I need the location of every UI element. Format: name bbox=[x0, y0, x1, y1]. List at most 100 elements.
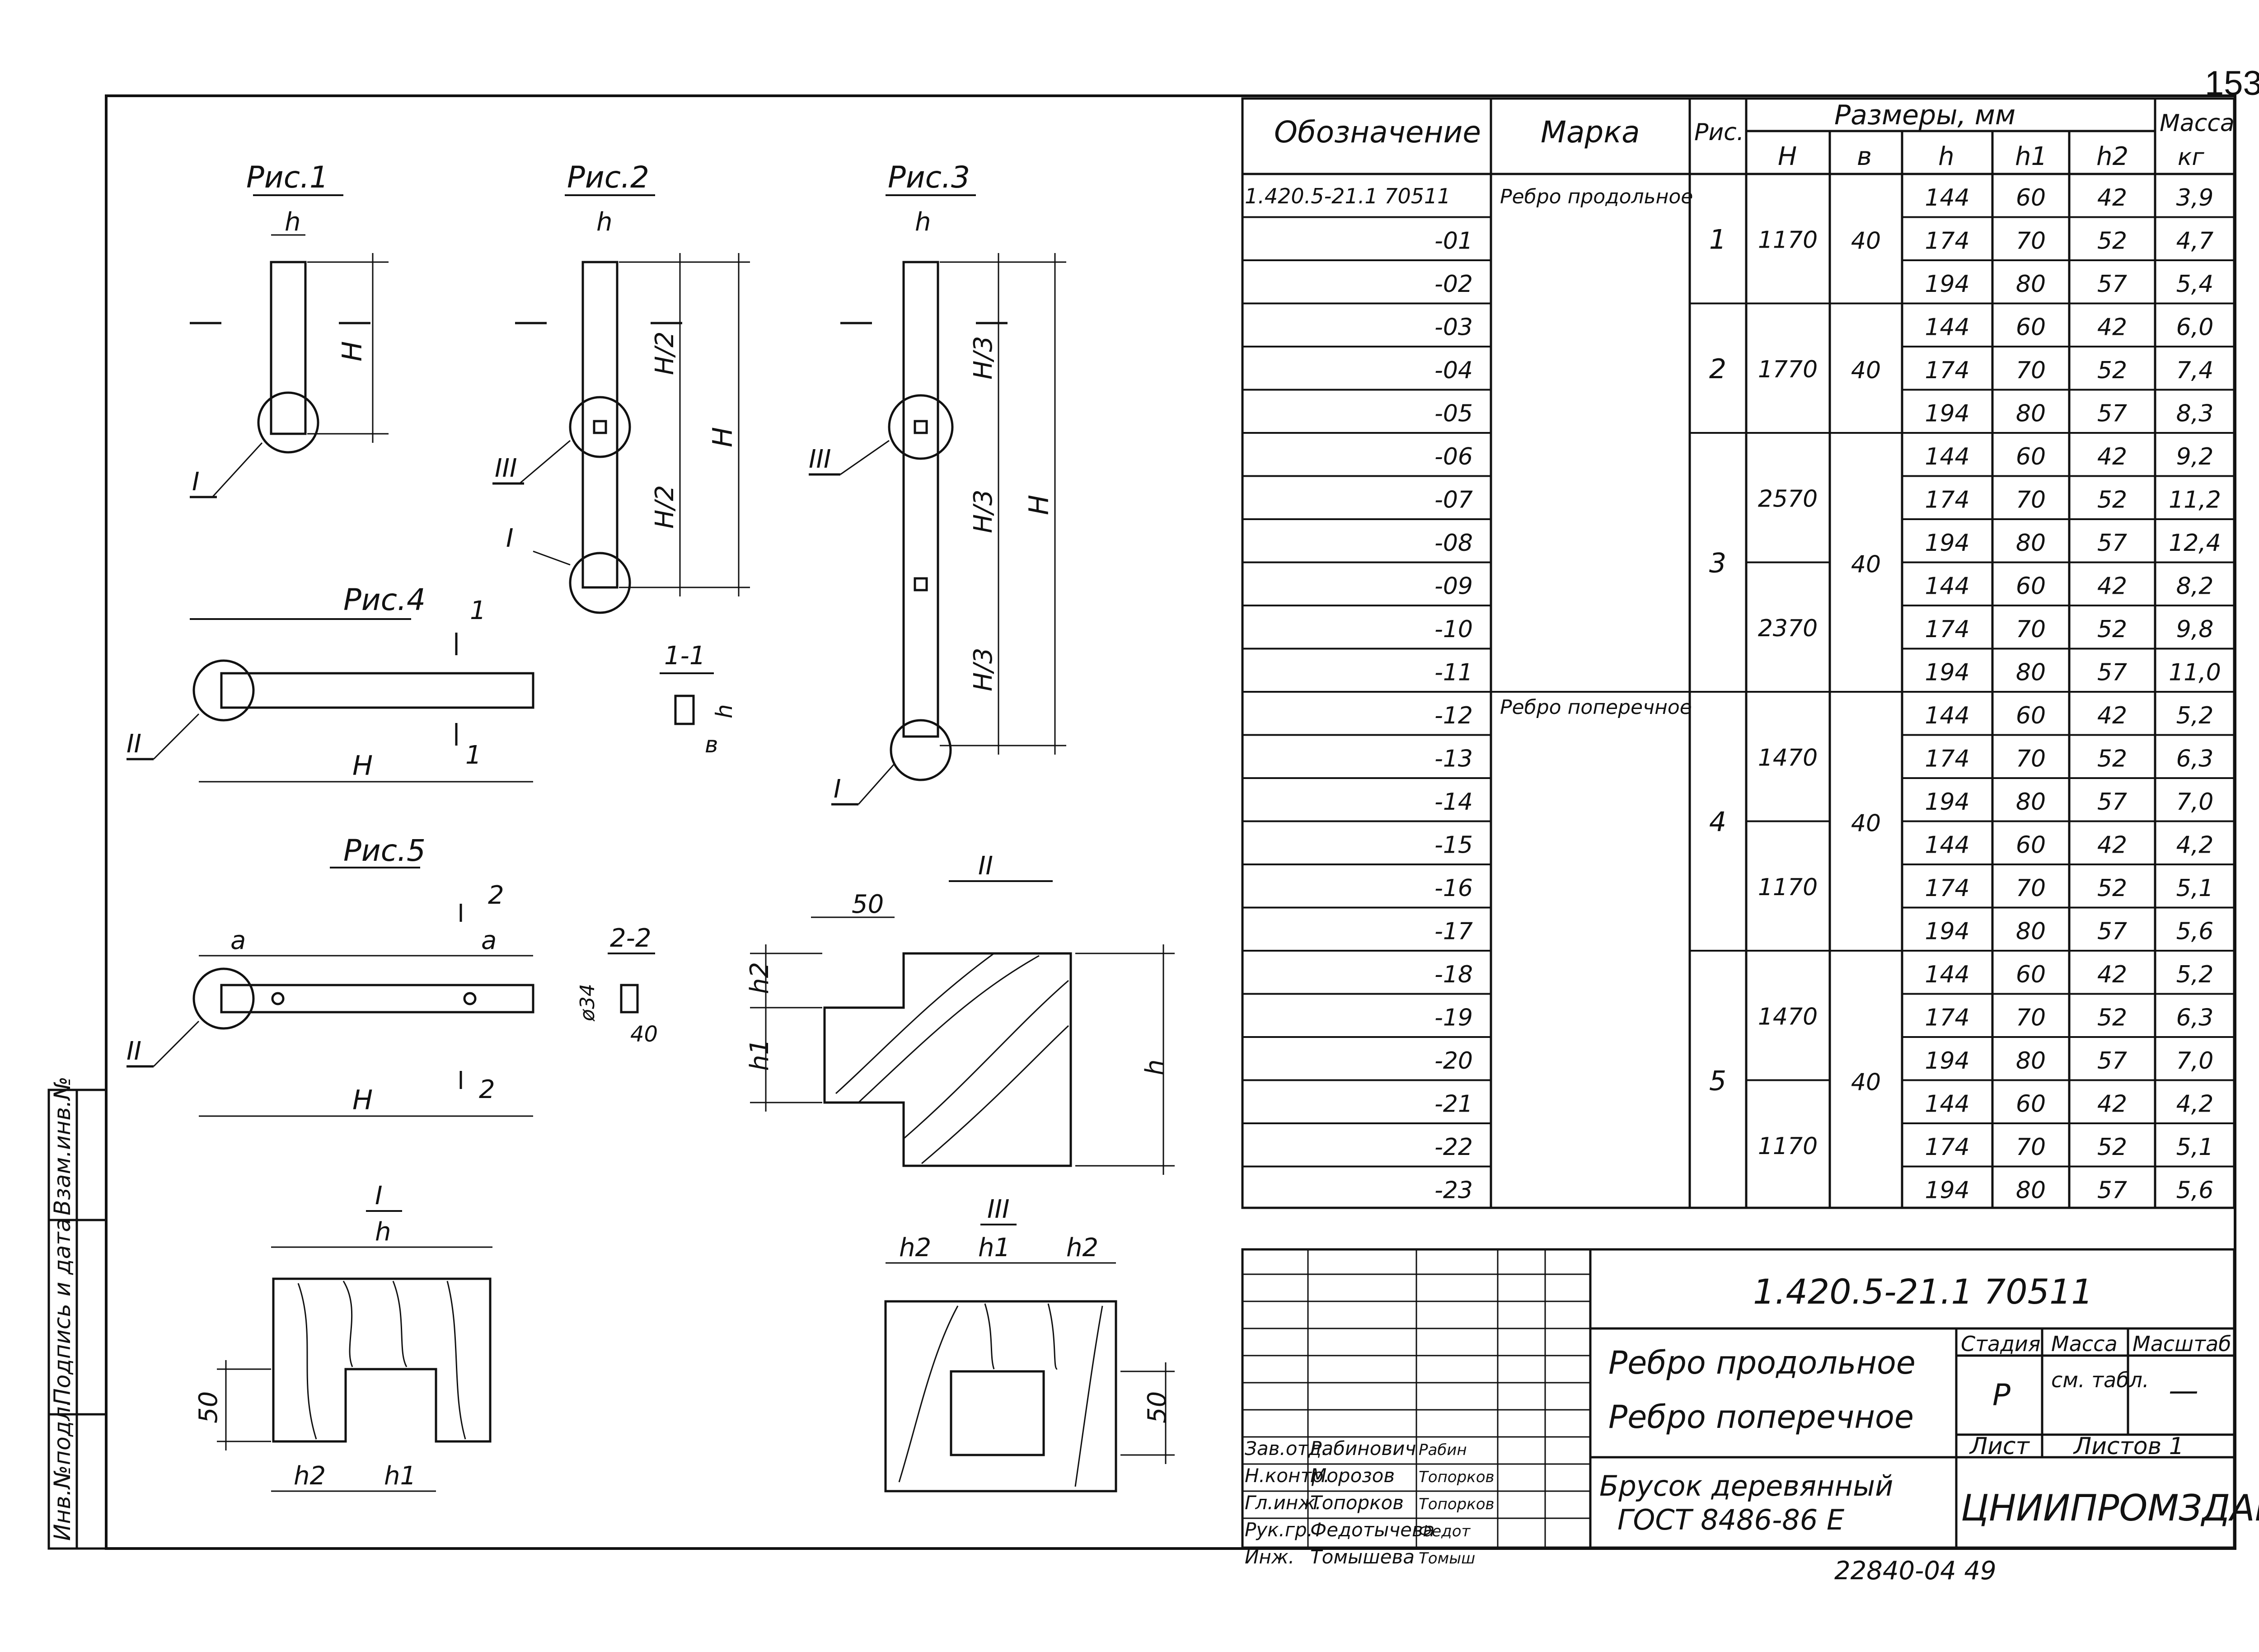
row-h1: 70 bbox=[2016, 228, 2046, 255]
row-h1: 70 bbox=[2016, 875, 2046, 902]
row-designation: -22 bbox=[1434, 1134, 1473, 1161]
row-designation: -06 bbox=[1434, 443, 1473, 470]
row-designation: -18 bbox=[1434, 961, 1473, 988]
section-mark-2-bottom: 2 bbox=[479, 1075, 495, 1104]
row-h: 174 bbox=[1925, 228, 1969, 255]
row-b: 40 bbox=[1851, 357, 1881, 384]
row-h: 194 bbox=[1925, 530, 1969, 557]
row-designation: -23 bbox=[1434, 1177, 1473, 1204]
row-H: 1470 bbox=[1758, 1003, 1818, 1030]
stamp-org: ЦНИИПРОМЗДАНИЙ bbox=[1961, 1487, 2259, 1529]
row-fig: 1 bbox=[1709, 224, 1726, 255]
row-designation: -11 bbox=[1434, 659, 1473, 686]
dim-a-left: a bbox=[230, 926, 246, 955]
hdr-designation: Обозначение bbox=[1274, 115, 1481, 150]
row-h1: 80 bbox=[2016, 788, 2046, 816]
stamp-role: Н.контр. bbox=[1245, 1464, 1330, 1487]
detail-III-title: III bbox=[987, 1195, 1010, 1224]
stamp-sign: Топорков bbox=[1419, 1495, 1495, 1513]
hdr-sizes: Размеры, мм bbox=[1834, 99, 2015, 131]
row-mass: 5,6 bbox=[2176, 1177, 2214, 1204]
title-block-text: 1.420.5-21.1 70511 Ребро продольное Ребр… bbox=[1599, 1272, 2259, 1586]
row-mass: 9,8 bbox=[2176, 616, 2214, 643]
row-mass: 12,4 bbox=[2169, 530, 2221, 557]
row-h: 144 bbox=[1925, 961, 1969, 988]
row-h1: 60 bbox=[2016, 961, 2046, 988]
stamp-sign: Федот bbox=[1419, 1522, 1471, 1540]
row-h: 194 bbox=[1925, 1047, 1969, 1075]
dim-h-fig3: h bbox=[915, 207, 931, 237]
row-h: 144 bbox=[1925, 443, 1969, 470]
row-h2: 52 bbox=[2097, 746, 2127, 773]
stamp-sign: Рабин bbox=[1419, 1441, 1467, 1459]
row-h2: 57 bbox=[2097, 271, 2127, 298]
row-h2: 52 bbox=[2097, 875, 2127, 902]
row-h1: 60 bbox=[2016, 573, 2046, 600]
row-h1: 80 bbox=[2016, 1177, 2046, 1204]
row-h1: 80 bbox=[2016, 918, 2046, 945]
stamp-material-1: Брусок деревянный bbox=[1599, 1469, 1893, 1502]
row-h: 174 bbox=[1925, 875, 1969, 902]
dim-h-I: h bbox=[375, 1217, 391, 1247]
fig3-callout-III: III bbox=[809, 445, 831, 474]
dim-H3-2: H/3 bbox=[969, 489, 998, 533]
row-mass: 8,2 bbox=[2176, 573, 2214, 600]
side-label-sign-date: Подпись и дата bbox=[49, 1218, 75, 1405]
dim-H-fig3: H bbox=[1023, 495, 1055, 515]
row-mass: 5,2 bbox=[2176, 702, 2214, 729]
dim-H2-top: H/2 bbox=[650, 331, 680, 375]
row-h1: 60 bbox=[2016, 314, 2046, 341]
drawings bbox=[127, 194, 1175, 1492]
hdr-b: в bbox=[1857, 142, 1872, 171]
row-h: 194 bbox=[1925, 918, 1969, 945]
row-h2: 42 bbox=[2097, 961, 2127, 988]
row-H: 1170 bbox=[1758, 874, 1818, 901]
row-h2: 42 bbox=[2097, 443, 2127, 470]
row-mass: 5,2 bbox=[2176, 961, 2214, 988]
row-mass: 4,7 bbox=[2176, 228, 2214, 255]
side-label-replace: Взам.инв.№ bbox=[49, 1076, 75, 1216]
hdr-mass-unit: кг bbox=[2178, 144, 2204, 171]
row-H: 1470 bbox=[1758, 744, 1818, 771]
side-label-inv: Инв.№подл. bbox=[49, 1399, 75, 1541]
row-b: 40 bbox=[1851, 227, 1881, 254]
row-h: 174 bbox=[1925, 616, 1969, 643]
row-h: 174 bbox=[1925, 1134, 1969, 1161]
row-h1: 80 bbox=[2016, 271, 2046, 298]
row-designation: -13 bbox=[1434, 746, 1473, 773]
row-mass: 5,4 bbox=[2176, 271, 2214, 298]
row-designation: -10 bbox=[1434, 616, 1473, 643]
row-mass: 5,1 bbox=[2176, 1134, 2214, 1161]
row-mass: 6,3 bbox=[2176, 1004, 2214, 1032]
fig2-title: Рис.2 bbox=[567, 160, 649, 195]
fig3-callout-I: I bbox=[834, 774, 841, 804]
row-mass: 4,2 bbox=[2176, 1091, 2214, 1118]
row-h1: 60 bbox=[2016, 832, 2046, 859]
dim-H2-bottom: H/2 bbox=[650, 485, 680, 529]
row-h2: 52 bbox=[2097, 228, 2127, 255]
stamp-role: Рук.гр. bbox=[1245, 1519, 1313, 1541]
row-h1: 80 bbox=[2016, 530, 2046, 557]
stamp-material-2: ГОСТ 8486-86 Е bbox=[1617, 1503, 1845, 1536]
hdr-mark: Марка bbox=[1541, 115, 1640, 150]
row-b: 40 bbox=[1851, 1069, 1881, 1096]
dim-H3-1: H/3 bbox=[969, 336, 998, 380]
row-mass: 11,0 bbox=[2169, 659, 2221, 686]
section-1-1-title: 1-1 bbox=[664, 641, 705, 671]
hdr-fig: Рис. bbox=[1694, 119, 1744, 146]
row-h: 194 bbox=[1925, 1177, 1969, 1204]
row-designation: -01 bbox=[1434, 228, 1473, 255]
dim-h-sect: h bbox=[711, 704, 737, 718]
row-fig: 2 bbox=[1709, 353, 1726, 385]
row-h2: 57 bbox=[2097, 530, 2127, 557]
row-mass: 9,2 bbox=[2176, 443, 2214, 470]
dim-h2-III-left: h2 bbox=[899, 1233, 931, 1262]
fig4-title: Рис.4 bbox=[343, 582, 426, 617]
row-h2: 57 bbox=[2097, 400, 2127, 427]
fig2-callout-III: III bbox=[495, 454, 517, 483]
row-h1: 60 bbox=[2016, 443, 2046, 470]
row-H: 1170 bbox=[1758, 226, 1818, 253]
row-h: 174 bbox=[1925, 357, 1969, 384]
